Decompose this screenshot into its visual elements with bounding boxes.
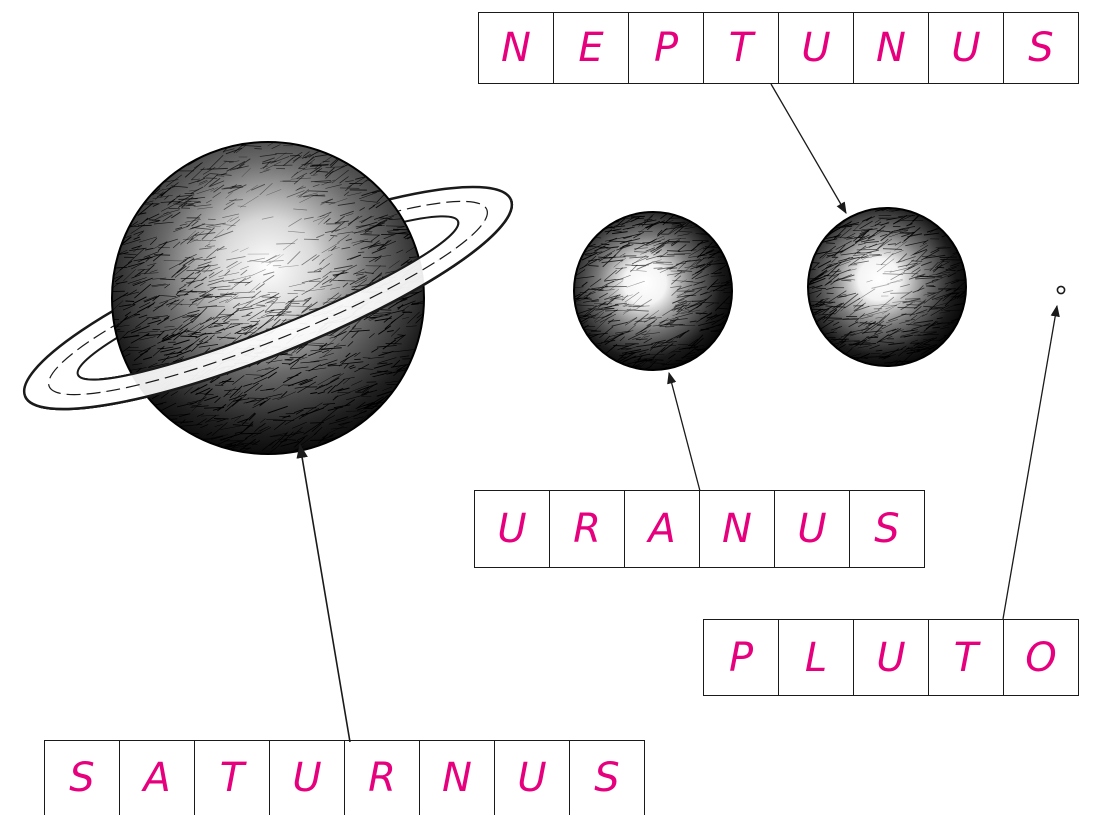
neptunus-letter-cell: U [929,13,1004,83]
uranus-letter-cell: S [850,491,925,567]
neptunus-letter-cell: N [479,13,554,83]
uranus-letter-cell: R [550,491,625,567]
saturnus-letter-cell: T [195,741,270,815]
arrow-pluto [1003,306,1057,619]
arrow-uranus [669,373,700,491]
pluto-illustration [1057,286,1064,293]
saturnus-letter-cell: A [120,741,195,815]
neptunus-letter-cell: U [779,13,854,83]
neptunus-letter-cell: N [854,13,929,83]
saturnus-letter-cell: N [420,741,495,815]
arrow-saturnus [300,445,350,742]
uranus-letter-cell: U [475,491,550,567]
arrow-neptunus [771,84,846,213]
pluto-letter-cell: L [779,620,854,695]
pluto-letter-cell: P [704,620,779,695]
saturnus-letter-cell: S [45,741,120,815]
neptunus-letter-cell: E [554,13,629,83]
neptunus-letter-cell: S [1004,13,1079,83]
uranus-letter-cell: A [625,491,700,567]
saturnus-letter-cell: S [570,741,645,815]
pluto-letter-cell: U [854,620,929,695]
pluto-letter-cell: O [1004,620,1079,695]
pluto-letter-cell: T [929,620,1004,695]
neptune-illustration [802,205,973,368]
uranus-letter-cell: U [775,491,850,567]
neptunus-letter-cell: T [704,13,779,83]
neptunus-letter-cell: P [629,13,704,83]
saturn-illustration [4,139,532,455]
saturnus-letter-cell: U [270,741,345,815]
saturnus-letter-cell: R [345,741,420,815]
saturnus-letter-cell: U [495,741,570,815]
uranus-letter-cell: N [700,491,775,567]
uranus-illustration [569,212,739,372]
